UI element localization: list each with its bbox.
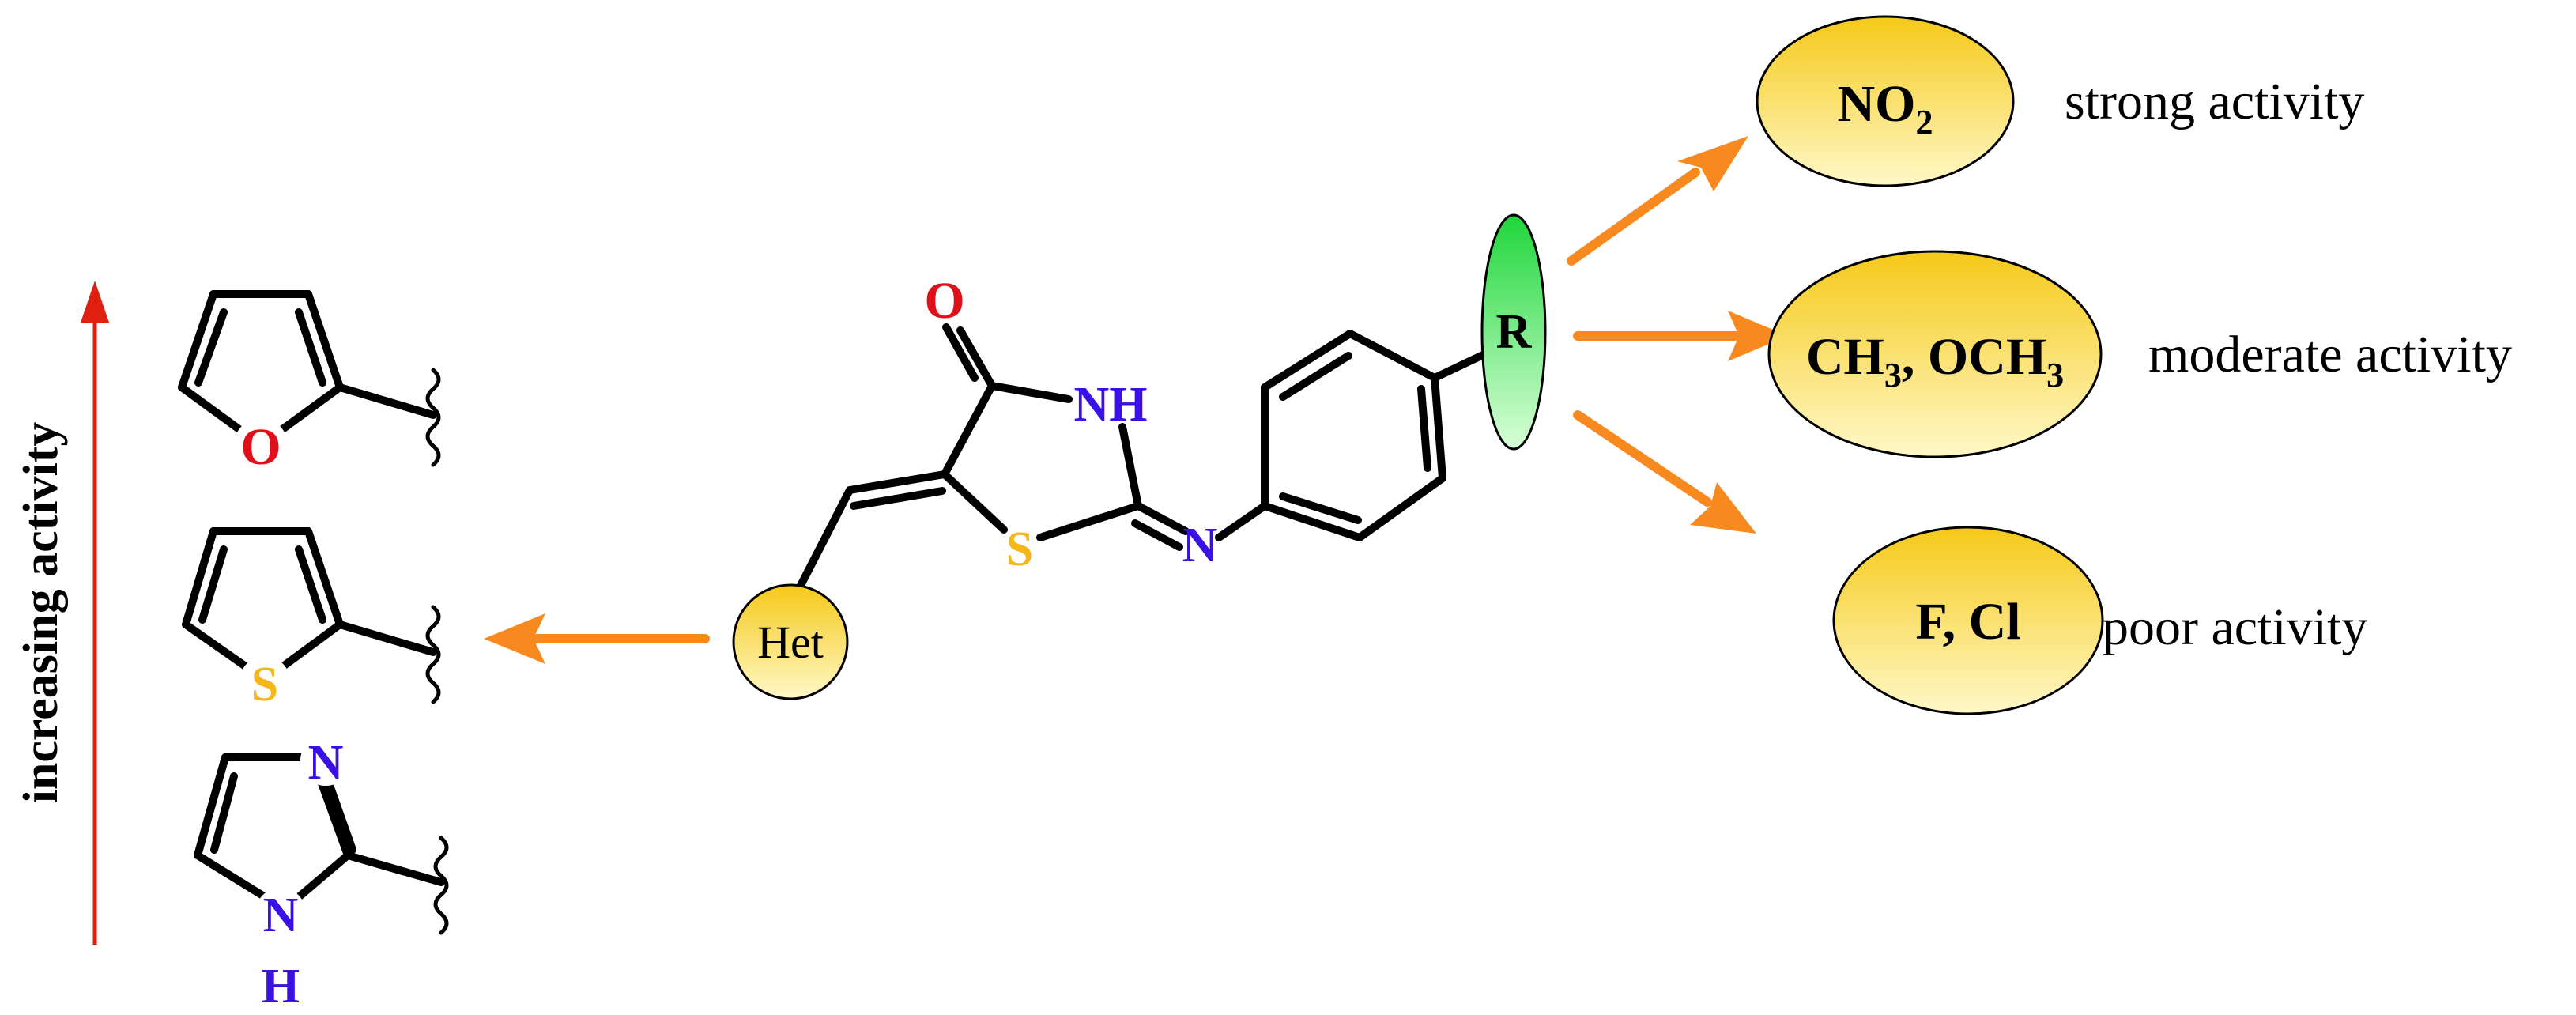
methyl-label: CH <box>1806 328 1884 386</box>
moderate-activity-label: moderate activity <box>2148 326 2512 383</box>
furan-ring: O <box>178 290 441 476</box>
arrow-to-methyl <box>1573 311 1788 361</box>
thiophene-sulfur: S <box>251 658 278 711</box>
methyl-subscript: 3 <box>1884 356 1902 394</box>
ring-sulfur: S <box>1006 523 1033 576</box>
substituent-methyl: CH3, OCH3 <box>1767 250 2103 458</box>
substituent-nitro: NO2 <box>1756 15 2015 187</box>
methoxy-subscript: 3 <box>2046 356 2064 394</box>
het-group: Het <box>732 583 849 700</box>
core-structure <box>789 323 1502 605</box>
imine-nitrogen: N <box>1182 519 1218 572</box>
thiophene-ring: S <box>182 527 441 711</box>
nitro-subscript: 2 <box>1916 103 1933 141</box>
imidazole-ring: N N H <box>194 735 449 1013</box>
strong-activity-label: strong activity <box>2065 73 2364 130</box>
nitro-label: NO <box>1838 75 1916 133</box>
carbonyl-oxygen: O <box>924 272 964 330</box>
arrow-to-halogen <box>1573 410 1756 534</box>
r-label: R <box>1496 305 1533 359</box>
imidazole-n-top: N <box>308 736 344 790</box>
imidazole-wavy-bond <box>433 836 449 935</box>
het-arrow <box>484 613 710 664</box>
arrow-to-nitro <box>1567 136 1748 266</box>
furan-wavy-bond <box>425 368 441 467</box>
poor-activity-label: poor activity <box>2103 598 2367 656</box>
r-group: R <box>1480 213 1547 451</box>
methoxy-label: , OCH <box>1902 328 2046 386</box>
nh-label: NH <box>1074 378 1148 432</box>
imidazole-h: H <box>262 960 300 1013</box>
furan-oxygen: O <box>240 418 281 476</box>
imidazole-n-bottom: N <box>263 889 299 942</box>
substituent-halogen: F, Cl <box>1832 526 2104 715</box>
svg-text:NO2: NO2 <box>1838 75 1933 141</box>
halogen-label: F, Cl <box>1915 593 2020 651</box>
svg-text:CH3, OCH3: CH3, OCH3 <box>1806 328 2064 394</box>
axis-label: increasing activity <box>14 422 68 804</box>
thiophene-wavy-bond <box>425 605 441 704</box>
het-label: Het <box>757 617 824 668</box>
increasing-activity-arrow <box>81 281 109 945</box>
